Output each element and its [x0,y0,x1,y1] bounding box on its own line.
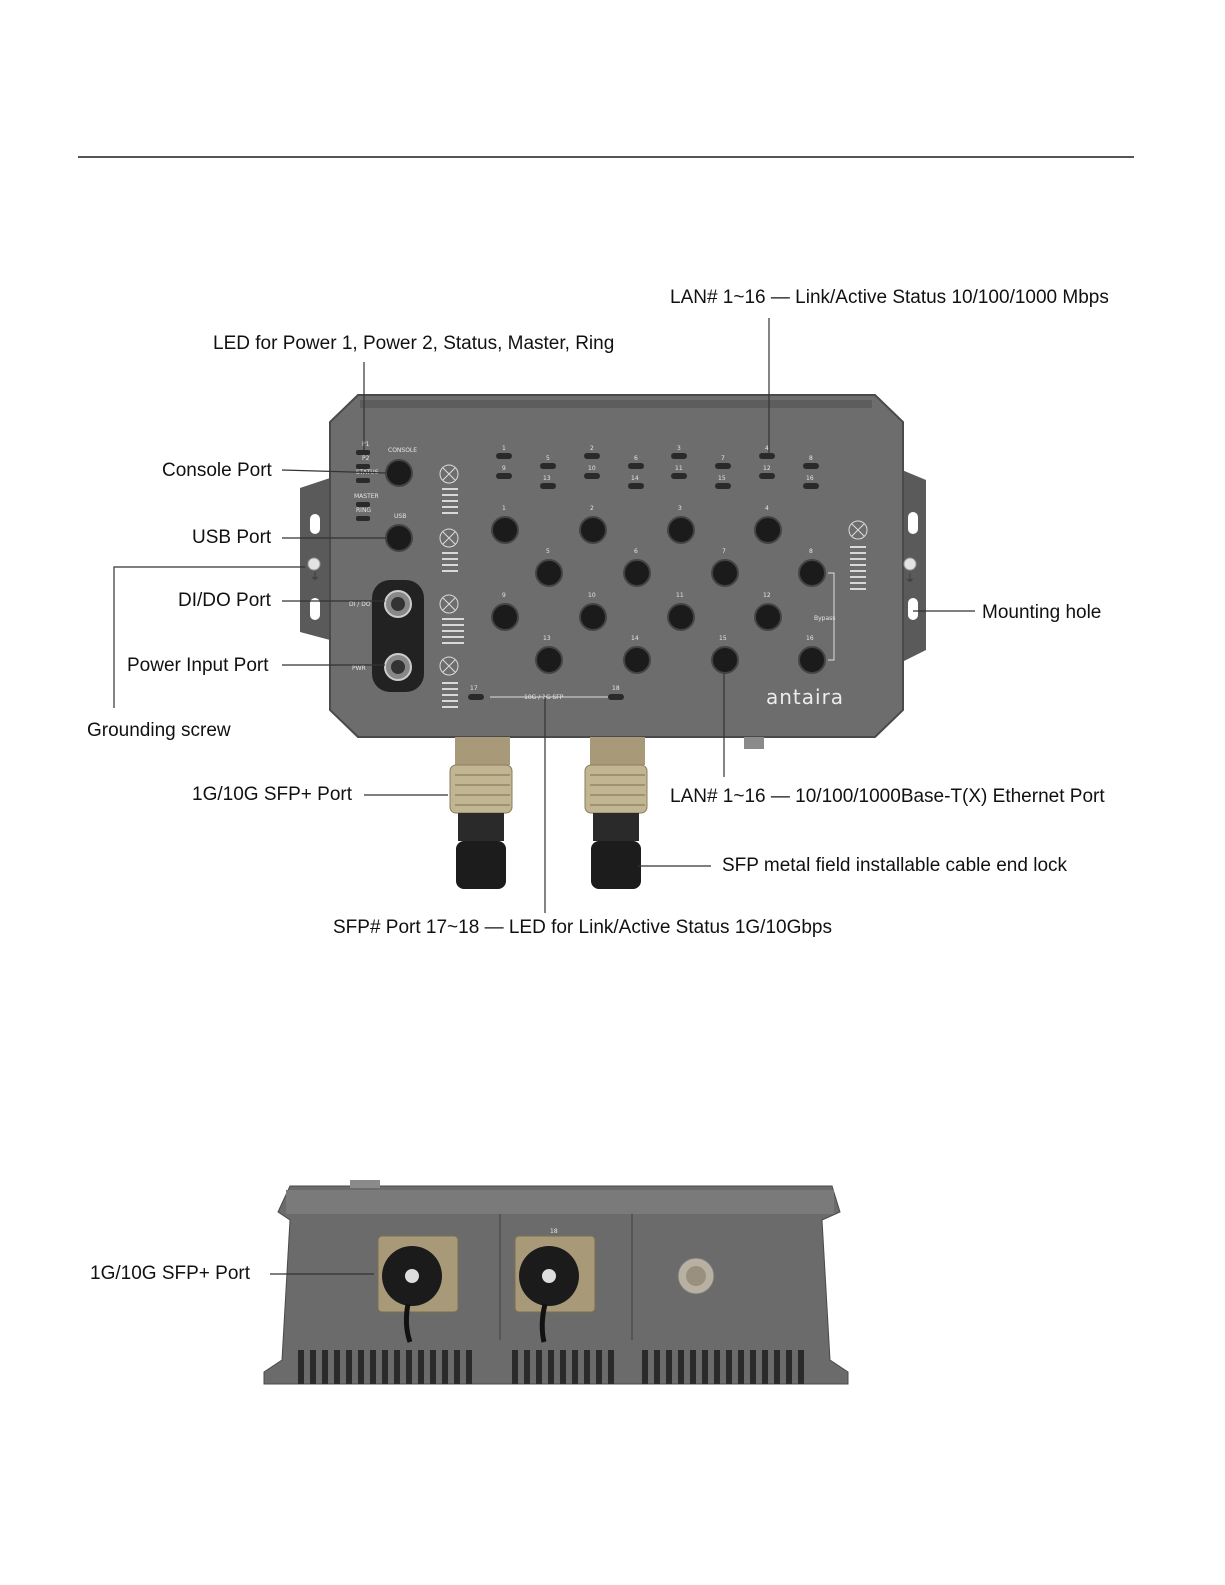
housing [329,394,904,738]
side-vent-plug [677,1257,715,1295]
lan-led-row-top: 1 2 3 4 5 6 7 8 [496,445,819,469]
label-usb-port: USB Port [192,527,272,548]
svg-text:1: 1 [502,445,506,452]
pwr-caption: PWR [352,665,366,672]
label-console-port: Console Port [162,460,272,481]
label-sfp-port-side: 1G/10G SFP+ Port [90,1263,250,1284]
svg-text:2: 2 [590,445,594,452]
svg-text:5: 5 [546,455,550,462]
lan-ports: 1 2 3 4 5 6 7 8 9 10 11 12 13 14 15 16 [491,505,826,674]
led-label-p1: P1 [362,441,370,448]
lan-port-15 [711,646,739,674]
svg-text:10: 10 [588,592,596,599]
lan-port-11 [667,603,695,631]
svg-text:⏚: ⏚ [310,571,320,583]
label-lan-port: LAN# 1~16 — 10/100/1000Base-T(X) Etherne… [670,786,1105,807]
svg-text:13: 13 [543,635,551,642]
label-mounting-hole: Mounting hole [982,602,1102,623]
label-cable-lock: SFP metal field installable cable end lo… [722,855,1068,876]
svg-text:11: 11 [675,465,683,472]
label-sfp-led: SFP# Port 17~18 — LED for Link/Active St… [333,917,833,938]
label-sfp-port-top: 1G/10G SFP+ Port [192,784,352,805]
lan-port-4 [754,516,782,544]
label-grounding-screw: Grounding screw [87,720,231,741]
label-dido-port: DI/DO Port [178,590,271,611]
label-lan-led: LAN# 1~16 — Link/Active Status 10/100/10… [670,287,1109,308]
svg-text:3: 3 [678,505,682,512]
bypass-caption: Bypass [814,615,835,622]
svg-text:6: 6 [634,548,638,555]
lan-port-5 [535,559,563,587]
svg-text:6: 6 [634,455,638,462]
svg-text:1: 1 [502,505,506,512]
svg-text:15: 15 [719,635,727,642]
svg-text:⏚: ⏚ [905,573,915,585]
svg-text:5: 5 [546,548,550,555]
sfp-gland-left [449,737,513,889]
lan-led-row-bottom: 9 10 11 12 13 14 15 16 [496,465,819,489]
console-port-caption: CONSOLE [388,447,417,454]
dido-caption: DI / DO [349,601,371,608]
svg-text:8: 8 [809,548,813,555]
svg-text:4: 4 [765,445,769,452]
heat-sink-fins [298,1350,804,1384]
grounding-screw-icon [307,557,321,571]
svg-text:9: 9 [502,592,506,599]
label-power-port: Power Input Port [127,655,269,676]
label-system-led: LED for Power 1, Power 2, Status, Master… [213,333,615,354]
side-sfp-port-left [377,1235,459,1343]
pinout-diagrams [439,464,868,676]
leader-lines [113,318,975,913]
brand-logo: antaira [766,685,844,709]
led-label-master: MASTER [354,493,379,500]
svg-text:7: 7 [721,455,725,462]
side-port-number: 18 [550,1228,558,1235]
svg-text:4: 4 [765,505,769,512]
lan-port-7 [711,559,739,587]
lan-port-14 [623,646,651,674]
side-sfp-port-right: 18 [514,1228,596,1343]
lan-port-12 [754,603,782,631]
svg-text:13: 13 [543,475,551,482]
svg-text:14: 14 [631,635,639,642]
svg-text:12: 12 [763,592,771,599]
svg-text:11: 11 [676,592,684,599]
lan-port-10 [579,603,607,631]
lan-port-13 [535,646,563,674]
header-rule [78,156,1134,158]
lan-port-1 [491,516,519,544]
sfp-led-18-caption: 18 [612,685,620,692]
svg-text:3: 3 [677,445,681,452]
lan-port-16 [798,646,826,674]
usb-port-caption: USB [394,513,406,520]
led-label-ring: RING [356,507,371,514]
sfp-gland-right [584,737,648,889]
svg-text:15: 15 [718,475,726,482]
svg-text:10: 10 [588,465,596,472]
lan-port-2 [579,516,607,544]
led-label-p2: P2 [362,455,370,462]
lan-port-3 [667,516,695,544]
svg-text:14: 14 [631,475,639,482]
svg-text:9: 9 [502,465,506,472]
svg-text:2: 2 [590,505,594,512]
svg-text:8: 8 [809,455,813,462]
sfp-bar-caption: 10G / 1G SFP [524,694,564,701]
svg-text:16: 16 [806,635,814,642]
lan-port-9 [491,603,519,631]
svg-text:7: 7 [722,548,726,555]
svg-text:16: 16 [806,475,814,482]
lan-port-8 [798,559,826,587]
svg-text:12: 12 [763,465,771,472]
sfp-led-17-caption: 17 [470,685,478,692]
lan-port-6 [623,559,651,587]
